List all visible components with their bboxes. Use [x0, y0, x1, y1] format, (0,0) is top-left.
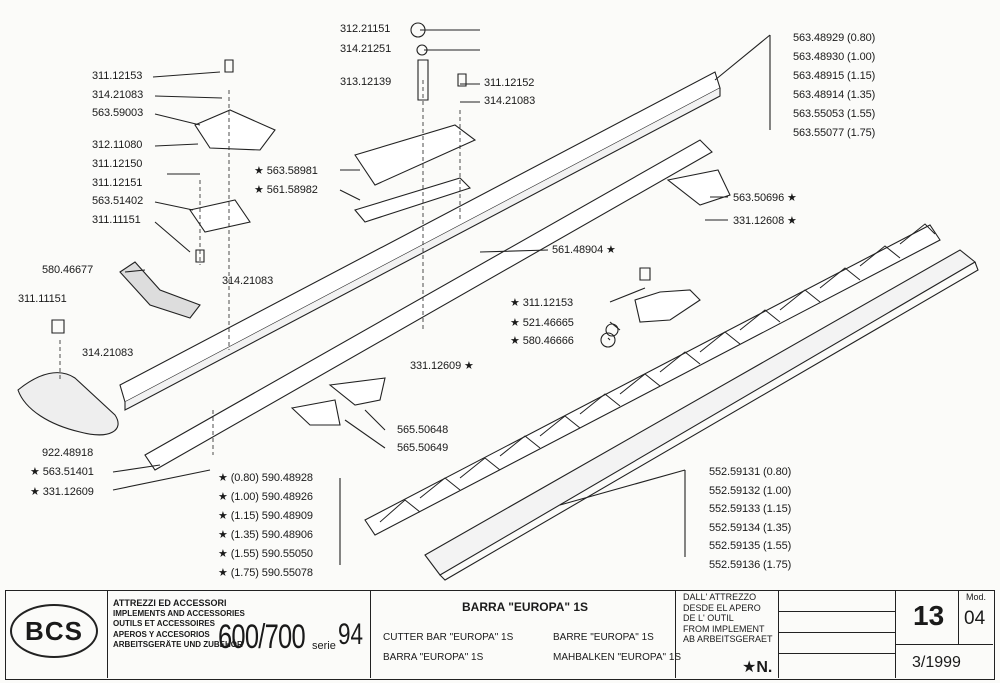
guard-variant-2: 552.59133 (1.15): [709, 503, 792, 515]
label-311-12150: 311.12150: [92, 158, 143, 170]
bcs-logo: BCS: [10, 604, 98, 658]
title-en: CUTTER BAR "EUROPA" 1S: [383, 632, 514, 643]
revision-date: 3/1999: [912, 654, 961, 671]
category-it: ATTREZZI ED ACCESSORI: [113, 598, 227, 608]
category-list: ATTREZZI ED ACCESSORI IMPLEMENTS AND ACC…: [113, 598, 245, 651]
title-de: MAHBALKEN "EUROPA" 1S: [553, 652, 682, 663]
from-impl-es: DESDE EL APERO: [683, 602, 761, 613]
guard-variant-4: 552.59135 (1.55): [709, 540, 792, 552]
mod-label: Mod.: [966, 592, 987, 602]
bar-variant-5: 563.55077 (1.75): [793, 127, 876, 139]
label-314-21083-d: 314.21083: [82, 347, 134, 359]
label-311-11151-a: 311.11151: [92, 214, 141, 226]
guard-variant-1: 552.59132 (1.00): [709, 484, 792, 497]
label-314-21083-c: 314.21083: [222, 275, 274, 287]
guard-variant-list: 552.59131 (0.80) 552.59132 (1.00) 552.59…: [709, 463, 791, 574]
mod-number: 04: [964, 608, 986, 629]
label-563-59003: 563.59003: [92, 107, 144, 119]
model-number: 600/700: [218, 618, 306, 656]
guard-variant-5: 552.59136 (1.75): [709, 558, 792, 571]
knife-variant-4: ★ (1.55) 590.55050: [218, 548, 313, 560]
label-331-12608: 331.12608 ★: [733, 215, 797, 227]
logo-text: BCS: [25, 615, 83, 646]
knife-variant-list: ★ (0.80) 590.48928 ★ (1.00) 590.48926 ★ …: [218, 469, 313, 583]
label-563-51401: ★ 563.51401: [30, 466, 94, 478]
label-311-12151: 311.12151: [92, 177, 143, 189]
serie-number: 94: [338, 618, 364, 651]
serie-label: serie: [312, 640, 336, 652]
label-313-12139: 313.12139: [340, 76, 392, 88]
from-impl-it: DALL' ATTREZZO: [683, 592, 757, 602]
from-implement: DALL' ATTREZZO DESDE EL APERO DE L' OUTI…: [683, 592, 773, 645]
knife-variant-0: ★ (0.80) 590.48928: [218, 472, 313, 484]
knife-variant-1: ★ (1.00) 590.48926: [218, 491, 313, 503]
label-565-50649: 565.50649: [397, 442, 449, 454]
bar-variant-1: 563.48930 (1.00): [793, 51, 876, 63]
label-922-48918: 922.48918: [42, 447, 94, 459]
from-impl-en: FROM IMPLEMENT: [683, 623, 765, 634]
label-563-58981: ★ 563.58981: [254, 165, 318, 177]
from-impl-fr: DE L' OUTIL: [683, 613, 734, 623]
knife-variant-3: ★ (1.35) 590.48906: [218, 529, 313, 541]
bar-variant-0: 563.48929 (0.80): [793, 32, 876, 44]
label-563-50696: 563.50696 ★: [733, 192, 797, 204]
knife-variant-5: ★ (1.75) 590.55078: [218, 567, 313, 579]
label-311-12153-a: 311.12153: [92, 70, 143, 82]
label-312-11080: 312.11080: [92, 139, 143, 151]
knife-variant-2: ★ (1.15) 590.48909: [218, 510, 313, 522]
guard-variant-3: 552.59134 (1.35): [709, 521, 792, 534]
label-311-12152: 311.12152: [484, 77, 535, 89]
title-es: BARRA "EUROPA" 1S: [383, 652, 484, 663]
label-314-21083-a: 314.21083: [484, 95, 536, 107]
label-563-51402: 563.51402: [92, 195, 144, 207]
label-314-21251: 314.21251: [340, 43, 392, 55]
label-311-11151-b: 311.11151: [18, 293, 67, 305]
title-block: [5, 590, 995, 680]
label-580-46677: 580.46677: [42, 264, 94, 276]
label-311-12153-b: ★ 311.12153: [510, 297, 573, 309]
star-n: ★N.: [742, 659, 773, 676]
title-it: BARRA "EUROPA" 1S: [462, 600, 589, 614]
label-314-21083-b: 314.21083: [92, 89, 144, 101]
bar-variant-3: 563.48914 (1.35): [793, 89, 876, 101]
label-561-48904: 561.48904 ★: [552, 244, 616, 256]
guard-variant-0: 552.59131 (0.80): [709, 466, 792, 478]
page-number: 13: [913, 600, 945, 631]
category-fr: OUTILS ET ACCESSOIRES: [113, 619, 215, 628]
label-331-12609-a: ★ 331.12609: [30, 486, 94, 498]
category-es: APEROS Y ACCESORIOS: [113, 629, 210, 639]
from-impl-de: AB ARBEITSGERAET: [683, 634, 773, 644]
label-561-58982: ★ 561.58982: [254, 184, 318, 196]
bar-variant-2: 563.48915 (1.15): [793, 70, 876, 82]
title-fr: BARRE "EUROPA" 1S: [553, 632, 654, 643]
label-565-50648: 565.50648: [397, 424, 449, 436]
label-331-12609-b: 331.12609 ★: [410, 360, 474, 372]
bar-variant-list: 563.48929 (0.80) 563.48930 (1.00) 563.48…: [793, 29, 875, 143]
category-de: ARBEITSGERÄTE UND ZUBEHÖR: [113, 640, 243, 649]
bar-variant-4: 563.55053 (1.55): [793, 108, 876, 120]
label-580-46666: ★ 580.46666: [510, 335, 574, 347]
category-en: IMPLEMENTS AND ACCESSORIES: [113, 608, 245, 618]
label-521-46665: ★ 521.46665: [510, 317, 574, 329]
label-312-21151: 312.21151: [340, 23, 391, 35]
